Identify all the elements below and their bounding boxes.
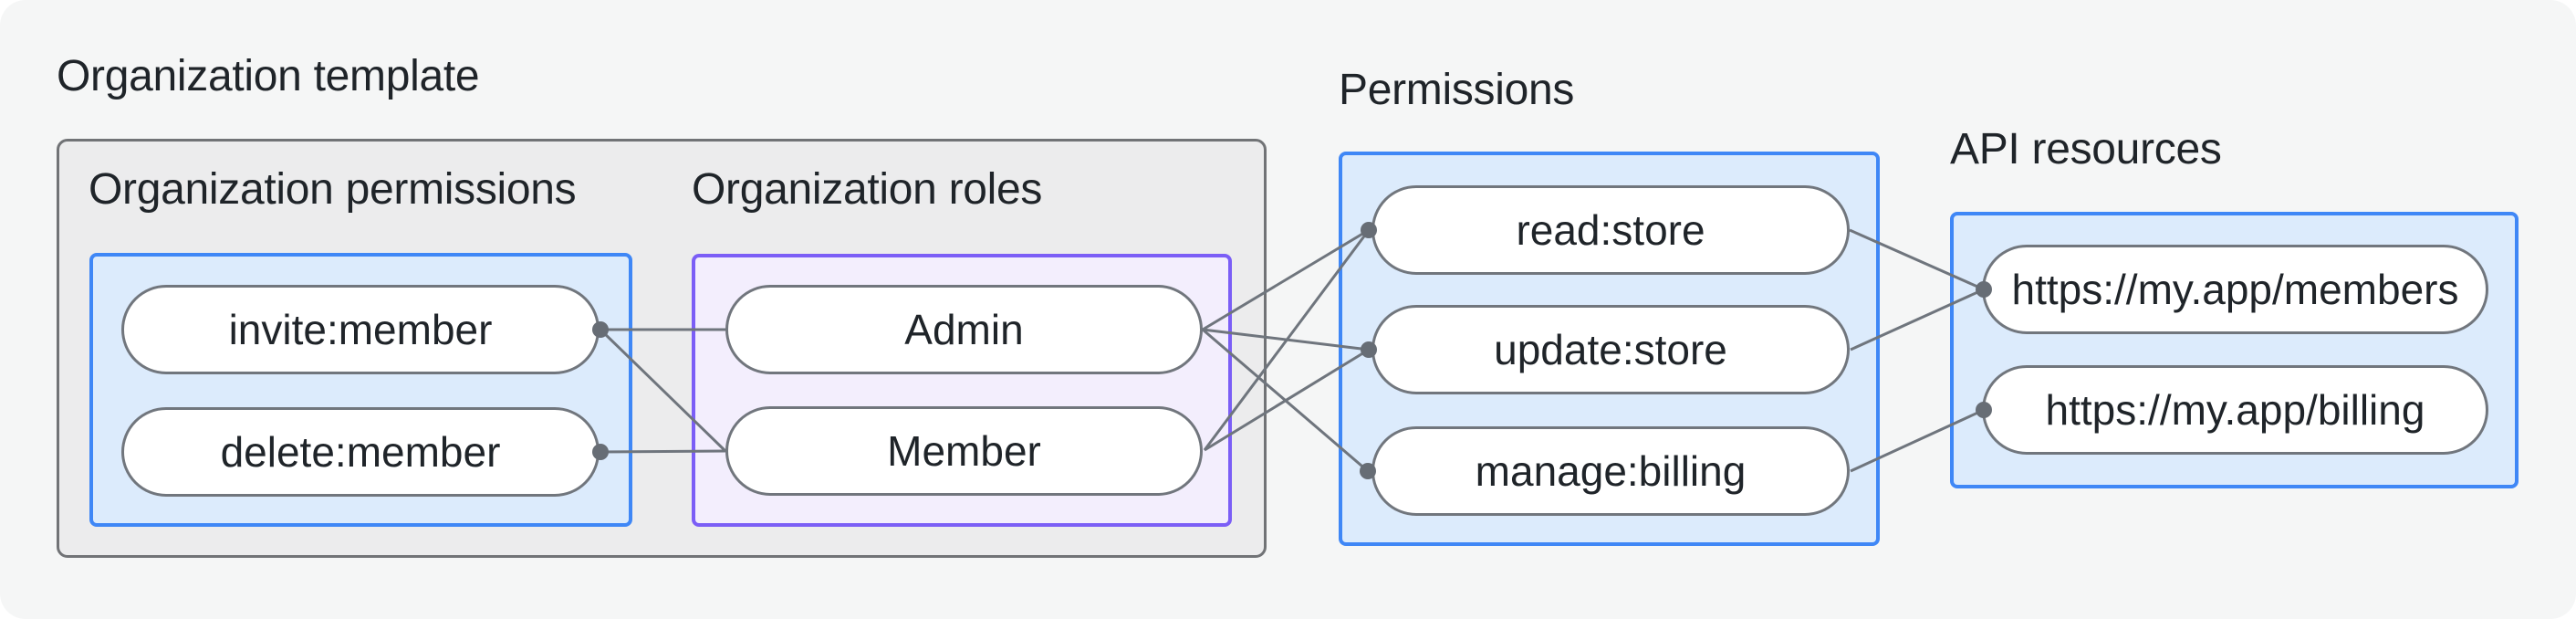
organization-roles-group: Admin Member — [692, 254, 1232, 527]
node-delete-member: delete:member — [121, 407, 600, 497]
node-invite-member-label: invite:member — [228, 306, 493, 353]
node-billing-api: https://my.app/billing — [1982, 365, 2488, 455]
node-update-store: update:store — [1371, 305, 1850, 394]
node-members-api: https://my.app/members — [1982, 245, 2488, 334]
organization-permissions-group: invite:member delete:member — [89, 253, 632, 527]
api-resources-heading: API resources — [1950, 125, 2222, 173]
organization-permissions-heading: Organization permissions — [89, 165, 577, 214]
api-resources-group: https://my.app/members https://my.app/bi… — [1950, 212, 2519, 488]
node-read-store-label: read:store — [1516, 206, 1705, 254]
permissions-group: read:store update:store manage:billing — [1339, 152, 1880, 546]
node-read-store: read:store — [1371, 185, 1850, 275]
node-admin: Admin — [725, 285, 1203, 374]
node-member-label: Member — [887, 427, 1041, 475]
organization-roles-heading: Organization roles — [692, 165, 1043, 214]
node-member: Member — [725, 406, 1203, 496]
node-manage-billing-label: manage:billing — [1475, 447, 1747, 495]
permissions-heading: Permissions — [1339, 66, 1575, 114]
node-invite-member: invite:member — [121, 285, 600, 374]
node-delete-member-label: delete:member — [220, 428, 501, 476]
organization-template-heading: Organization template — [57, 52, 480, 100]
node-members-api-label: https://my.app/members — [2011, 266, 2459, 313]
node-admin-label: Admin — [904, 306, 1024, 353]
node-billing-api-label: https://my.app/billing — [2045, 386, 2425, 434]
node-update-store-label: update:store — [1494, 326, 1727, 373]
organization-template-box: Organization permissions Organization ro… — [57, 139, 1267, 558]
node-manage-billing: manage:billing — [1371, 426, 1850, 516]
